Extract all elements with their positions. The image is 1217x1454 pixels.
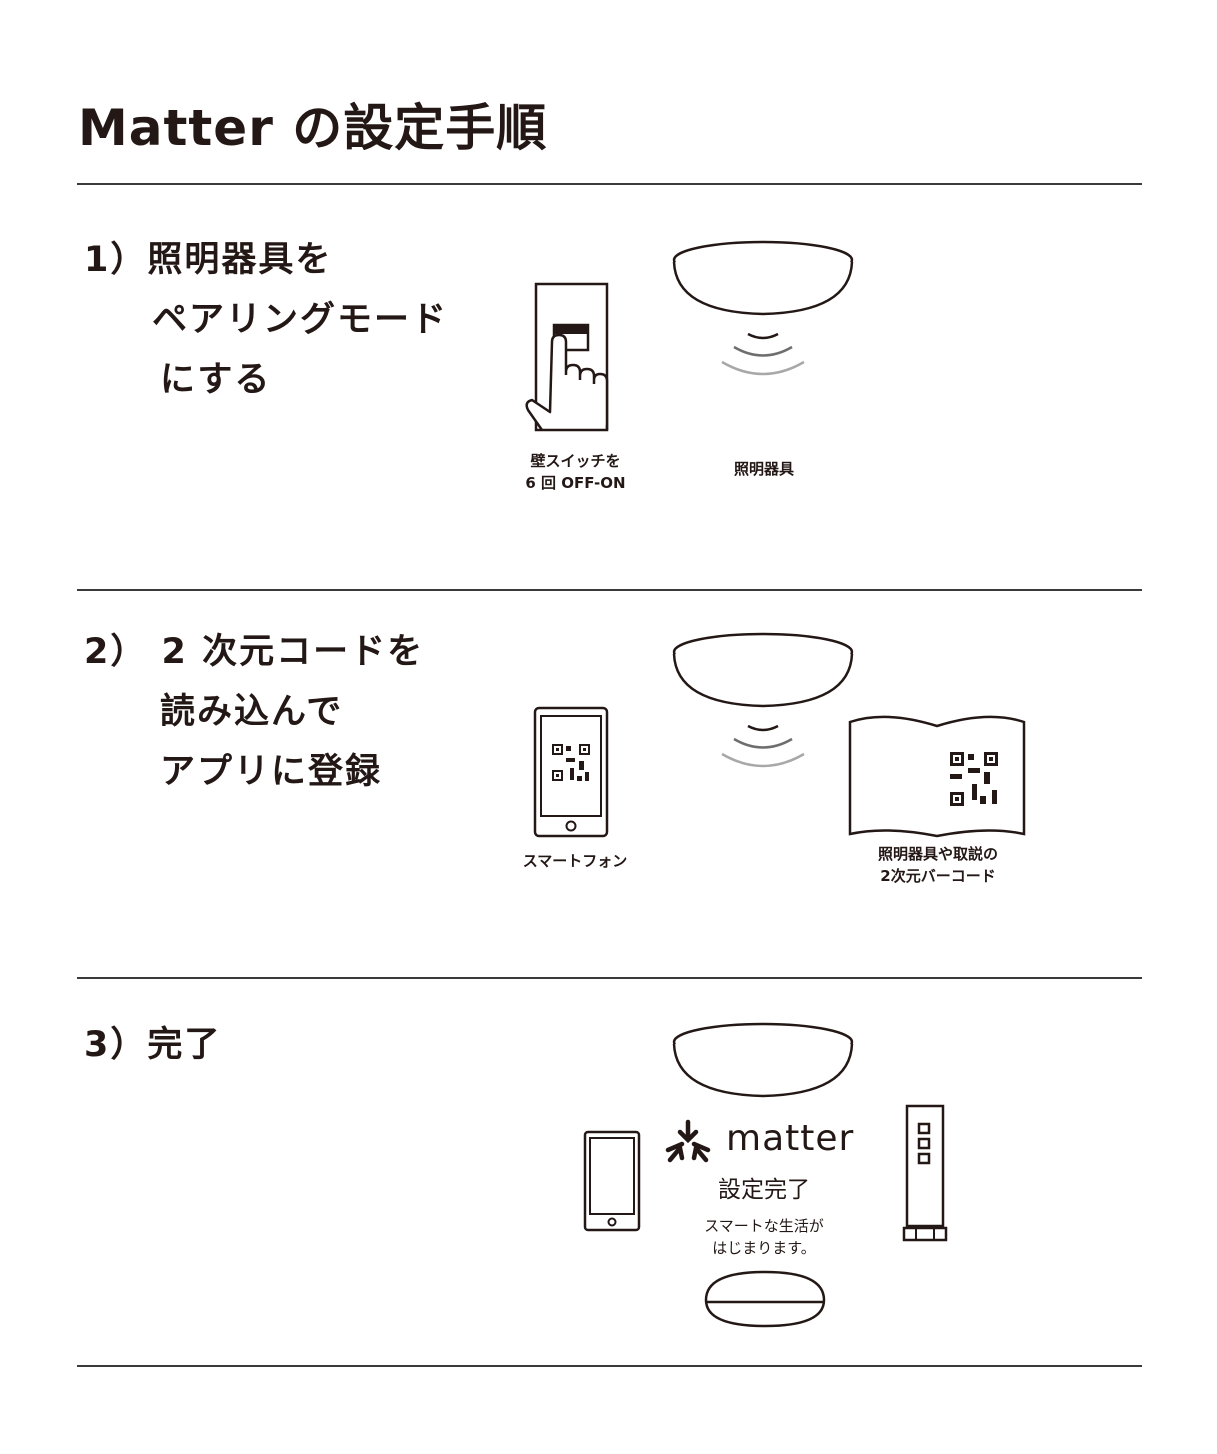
step-1-heading: 1）照明器具を ペアリングモード にする: [84, 230, 448, 410]
step-2-heading: 2） 2 次元コードを 読み込んで アプリに登録: [84, 622, 424, 802]
complete-message: スマートな生活が はじまります。: [704, 1217, 824, 1257]
divider-top: [77, 183, 1142, 185]
switch-caption: 壁スイッチを 6 回 OFF-ON: [525, 452, 626, 492]
light-caption: 照明器具: [733, 460, 794, 478]
matter-wordmark: matter: [726, 1118, 855, 1159]
phone-caption: スマートフォン: [522, 852, 628, 870]
step-3-heading: 3）完了: [84, 1015, 221, 1075]
step-2-line-3: アプリに登録: [160, 752, 383, 792]
page-title: Matter の設定手順: [78, 99, 548, 157]
ceiling-light-icon: [672, 632, 854, 768]
divider-1: [77, 589, 1142, 591]
step-1-line-1: 1）照明器具を: [84, 240, 333, 280]
divider-2: [77, 977, 1142, 979]
manual-caption: 照明器具や取説の 2次元バーコード: [877, 845, 998, 885]
ceiling-light-icon: [672, 1022, 854, 1098]
step-1-line-2: ペアリングモード: [152, 300, 449, 340]
divider-bottom: [77, 1365, 1142, 1367]
manual-qr-icon: [848, 715, 1026, 838]
ceiling-light-icon: [672, 240, 854, 376]
step-1-line-3: にする: [160, 360, 272, 400]
matter-logo-icon: [665, 1119, 711, 1163]
step-3-line-1: 3）完了: [84, 1025, 222, 1065]
smart-speaker-tower-icon: [902, 1104, 948, 1242]
smart-hub-icon: [704, 1270, 826, 1328]
smartphone-qr-icon: [533, 706, 609, 838]
step-2-line-2: 読み込んで: [160, 692, 344, 732]
wall-switch-hand-icon: [525, 282, 609, 432]
step-2-line-1: 2） 2 次元コードを: [84, 632, 425, 672]
smartphone-icon: [583, 1130, 641, 1232]
setup-complete-label: 設定完了: [718, 1177, 810, 1203]
